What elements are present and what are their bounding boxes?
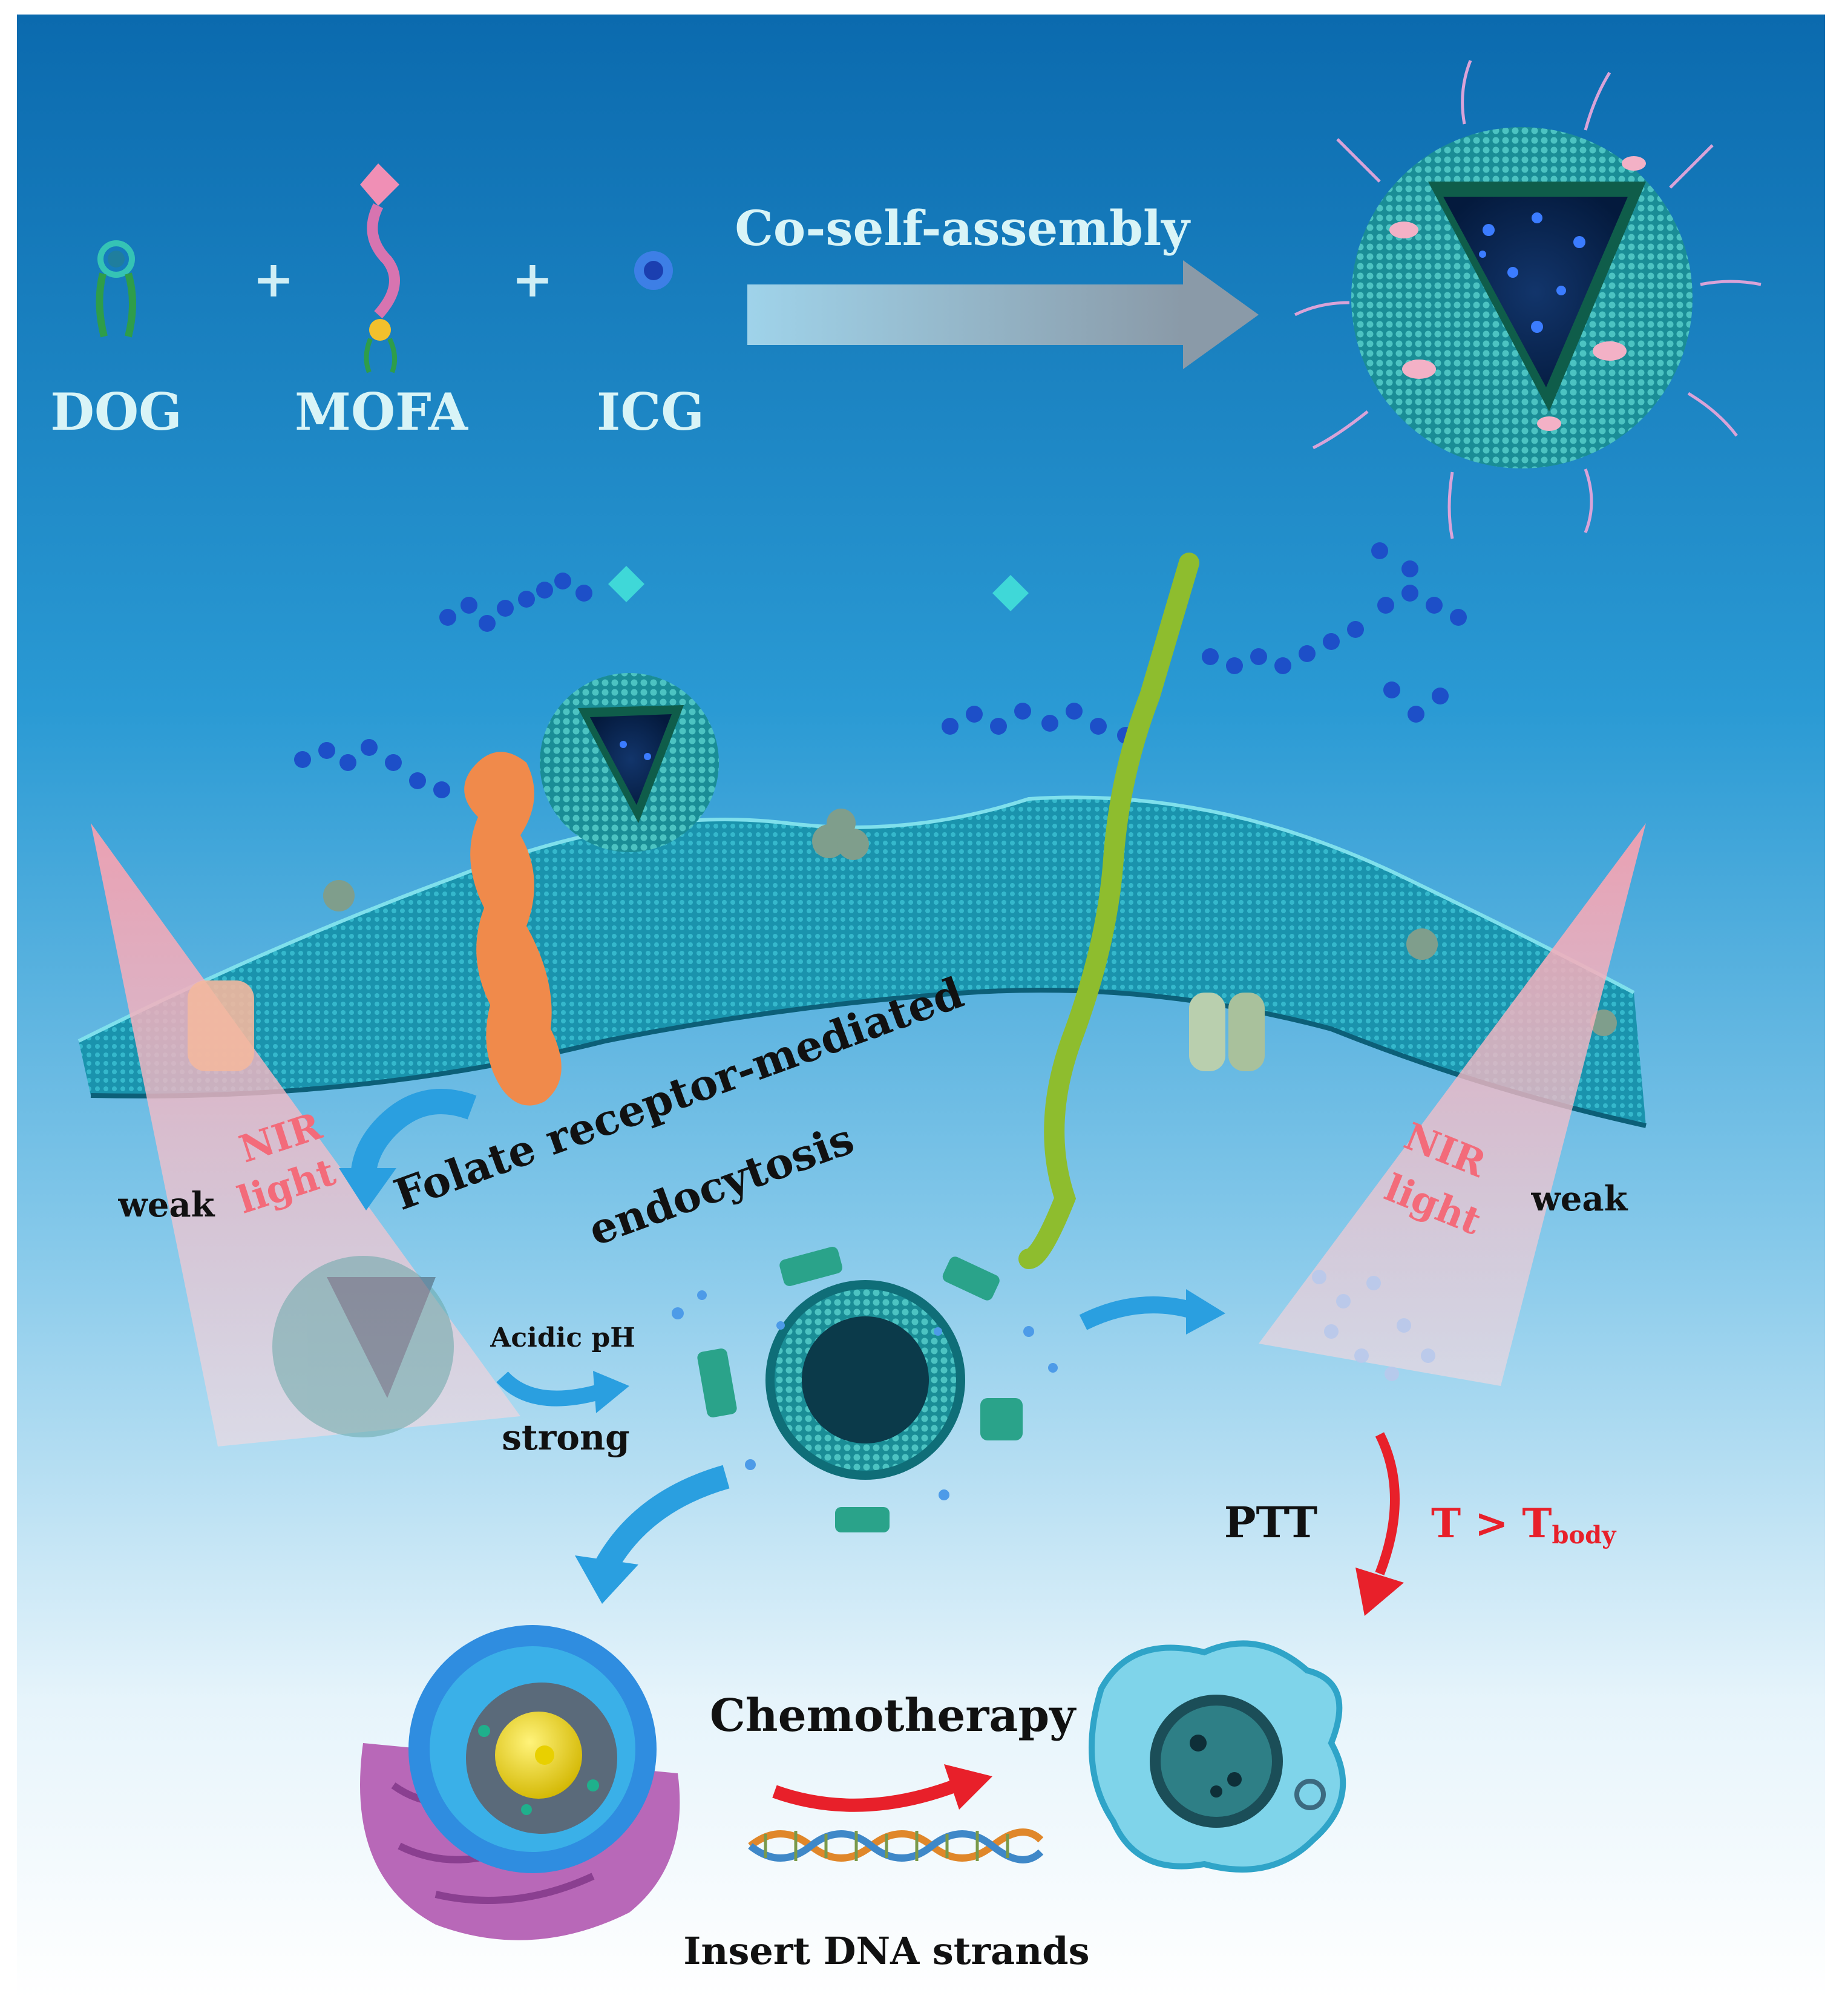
right-nir-light-beam [1259, 823, 1646, 1386]
dog-label: DOG [50, 382, 182, 442]
dog-molecule-icon [96, 240, 136, 338]
glycan-diamond-left [608, 566, 644, 602]
assembled-nanoparticle-icon [1294, 60, 1762, 539]
co-self-assembly-label: Co-self-assembly [735, 200, 1191, 257]
left-channel-protein [188, 980, 254, 1071]
chemotherapy-label: Chemotherapy [710, 1690, 1077, 1742]
acidic-ph-arrow [496, 1371, 601, 1407]
green-protein-strand [1018, 553, 1199, 1269]
ion-channel-protein [1189, 993, 1265, 1071]
temperature-label: T > Tbody [1431, 1500, 1617, 1549]
insert-dna-label: Insert DNA strands [683, 1929, 1089, 1973]
ptt-label: PTT [1224, 1497, 1317, 1548]
to-nucleus-arrow [594, 1465, 730, 1574]
endocytosis-arrow [350, 1089, 477, 1181]
icg-molecule-icon [634, 251, 673, 290]
acidic-ph-label: Acidic pH [490, 1322, 635, 1353]
temperature-subscript: body [1552, 1521, 1617, 1549]
dying-cell-icon [1089, 1640, 1346, 1873]
temperature-prefix: T > T [1431, 1500, 1552, 1547]
cell-membrane [77, 795, 1647, 1128]
glycan-chains [294, 542, 1467, 798]
chemotherapy-arrow [772, 1779, 959, 1812]
dna-strand-icon [748, 1828, 1044, 1863]
released-drug-dots [1312, 1270, 1435, 1381]
strong-label: strong [502, 1417, 629, 1458]
membrane-protein-clusters [323, 809, 1617, 1036]
folate-receptor [464, 752, 562, 1106]
disassembling-nanoparticle-icon [672, 1247, 1058, 1532]
membrane-bound-nanoparticle-icon [540, 673, 719, 852]
cell-nucleus-icon [360, 1625, 680, 1940]
plus-sign-2: + [512, 251, 554, 309]
glycan-diamond-right [992, 575, 1029, 611]
left-weak-label: weak [118, 1185, 215, 1225]
co-self-assembly-arrow [747, 260, 1259, 369]
to-ptt-arrow [1079, 1296, 1195, 1330]
ptt-arrow [1375, 1432, 1400, 1575]
mofa-label: MOFA [295, 382, 469, 442]
icg-label: ICG [597, 382, 704, 442]
mofa-molecule-icon [360, 163, 400, 373]
plus-sign-1: + [253, 251, 295, 309]
right-weak-label: weak [1531, 1179, 1628, 1219]
internalized-nanoparticle-icon [272, 1256, 454, 1437]
